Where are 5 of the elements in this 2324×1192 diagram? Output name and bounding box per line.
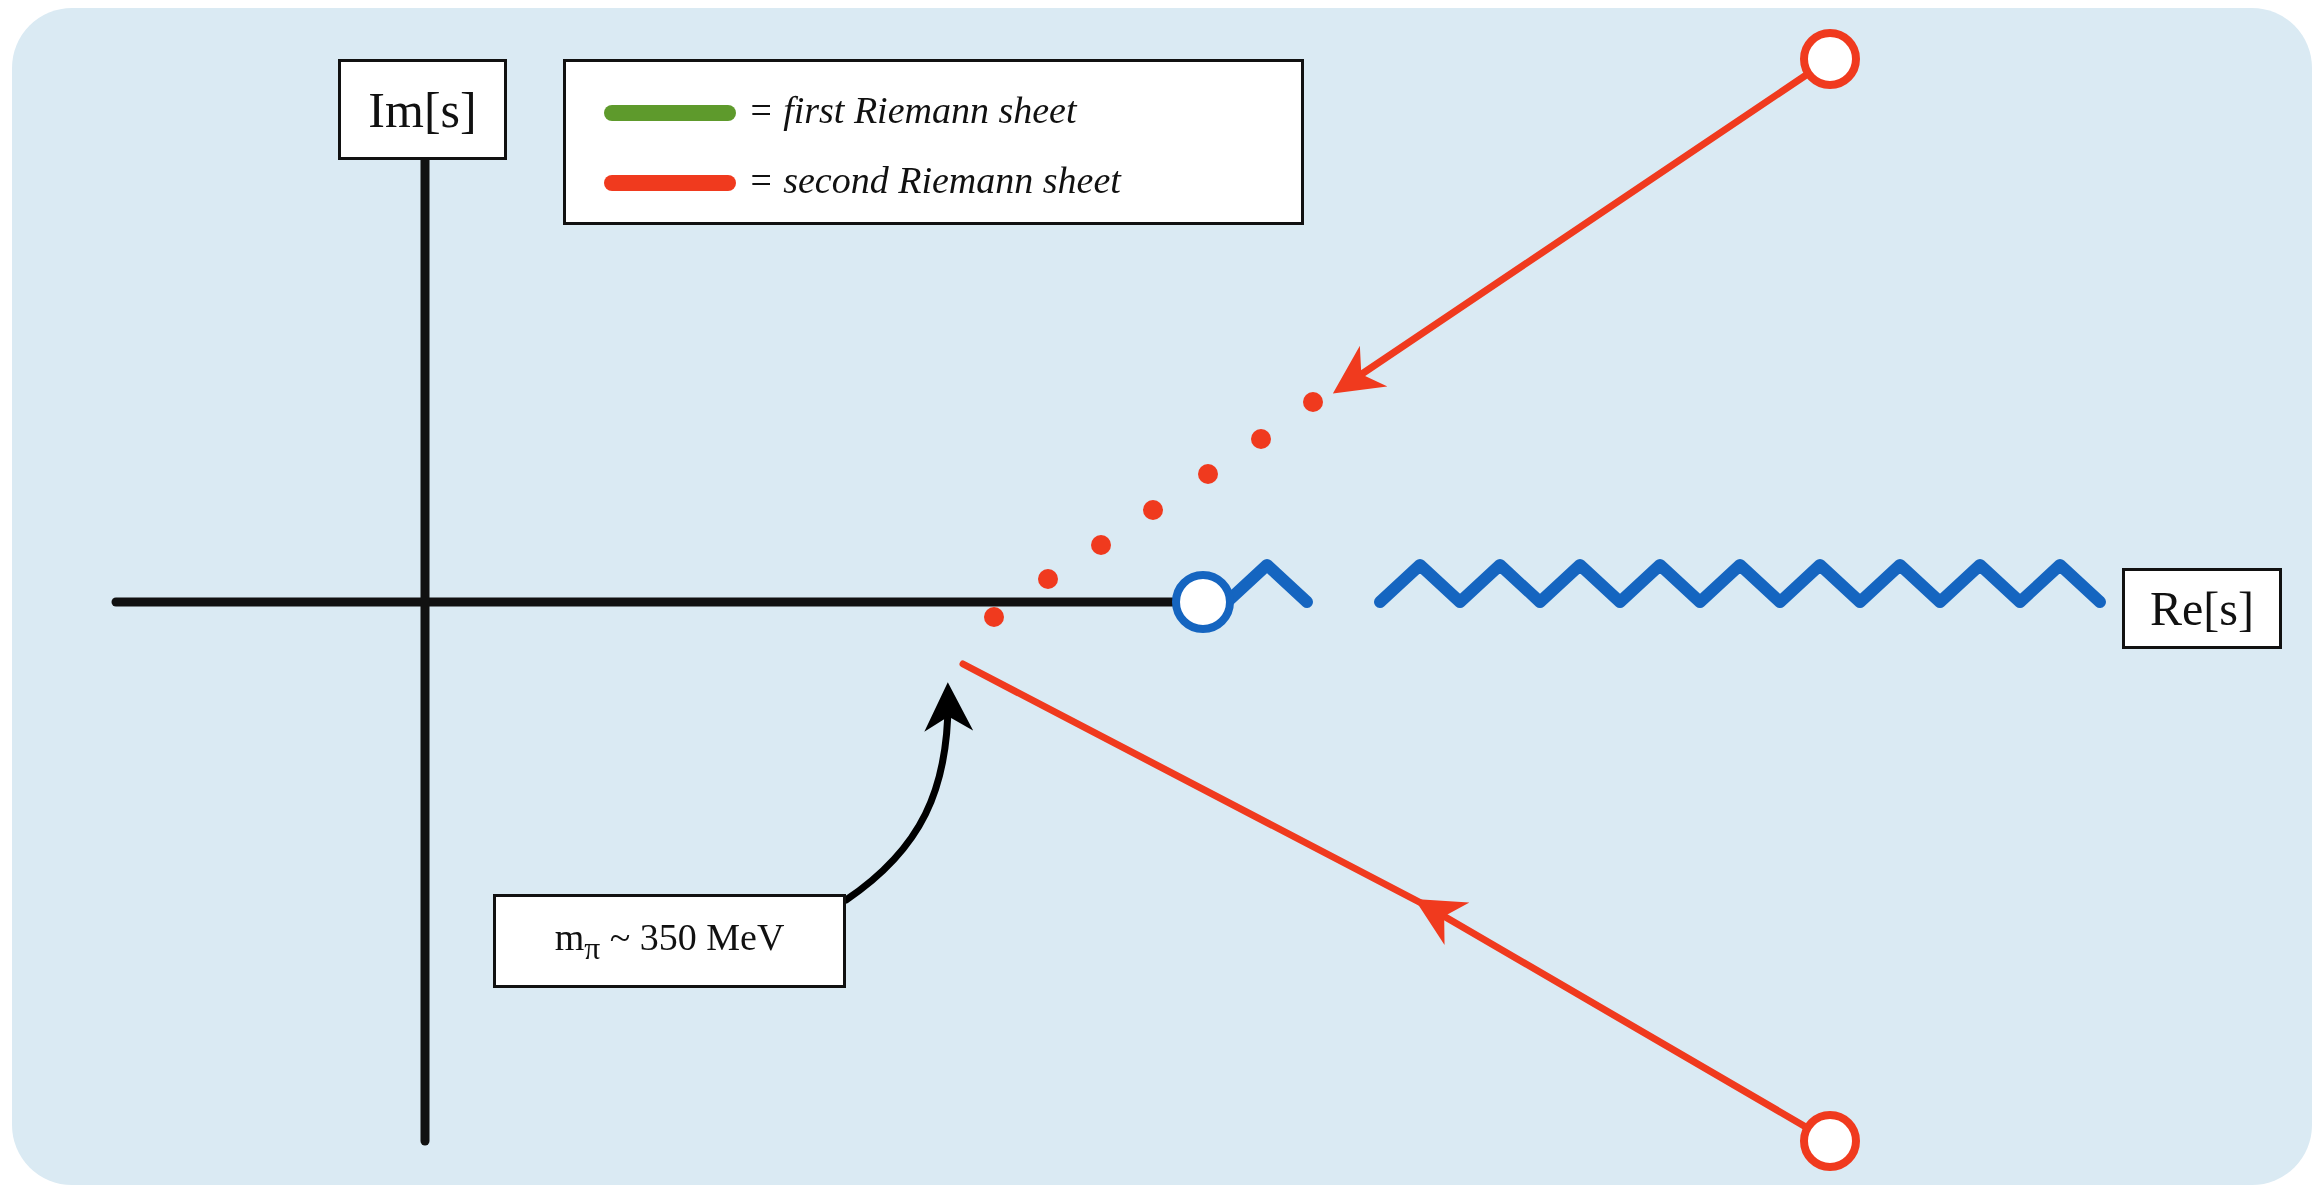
label-box: Im[s] [338, 59, 507, 160]
label-box: Re[s] [2122, 568, 2282, 649]
legend-text: = second Riemann sheet [748, 158, 1121, 202]
legend-text: = first Riemann sheet [748, 88, 1077, 132]
label-box: m$_{π}$ ~ 350 MeV [493, 894, 846, 988]
